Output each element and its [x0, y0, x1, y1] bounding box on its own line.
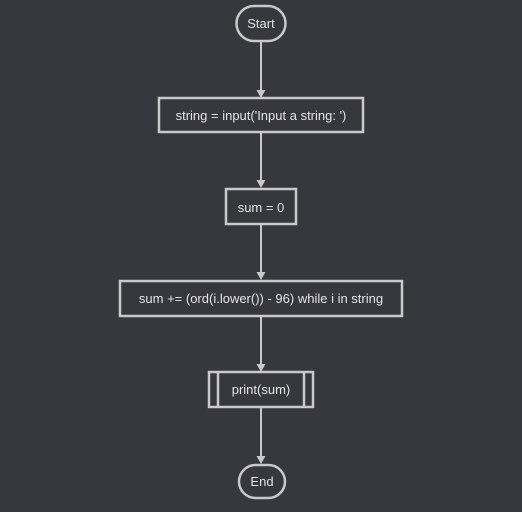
connector-loop-print — [256, 316, 266, 372]
input-process-label: string = input('Input a string: ') — [176, 108, 347, 123]
start-node-label: Start — [247, 16, 275, 31]
print-subroutine-node: print(sum) — [207, 370, 315, 409]
connector-start-input — [256, 42, 266, 98]
connectors — [256, 42, 266, 464]
end-node-label: End — [250, 474, 273, 489]
init-process-label: sum = 0 — [238, 200, 285, 215]
loop-process-label: sum += (ord(i.lower()) - 96) while i in … — [139, 291, 383, 306]
init-process-node: sum = 0 — [224, 187, 298, 226]
connector-print-end — [256, 408, 266, 464]
end-node: End — [237, 463, 287, 500]
connector-init-loop — [256, 225, 266, 280]
input-process-node: string = input('Input a string: ') — [157, 96, 365, 134]
start-node: Start — [235, 4, 287, 43]
print-subroutine-label: print(sum) — [232, 382, 291, 397]
connector-input-init — [256, 133, 266, 188]
loop-process-node: sum += (ord(i.lower()) - 96) while i in … — [118, 279, 404, 318]
